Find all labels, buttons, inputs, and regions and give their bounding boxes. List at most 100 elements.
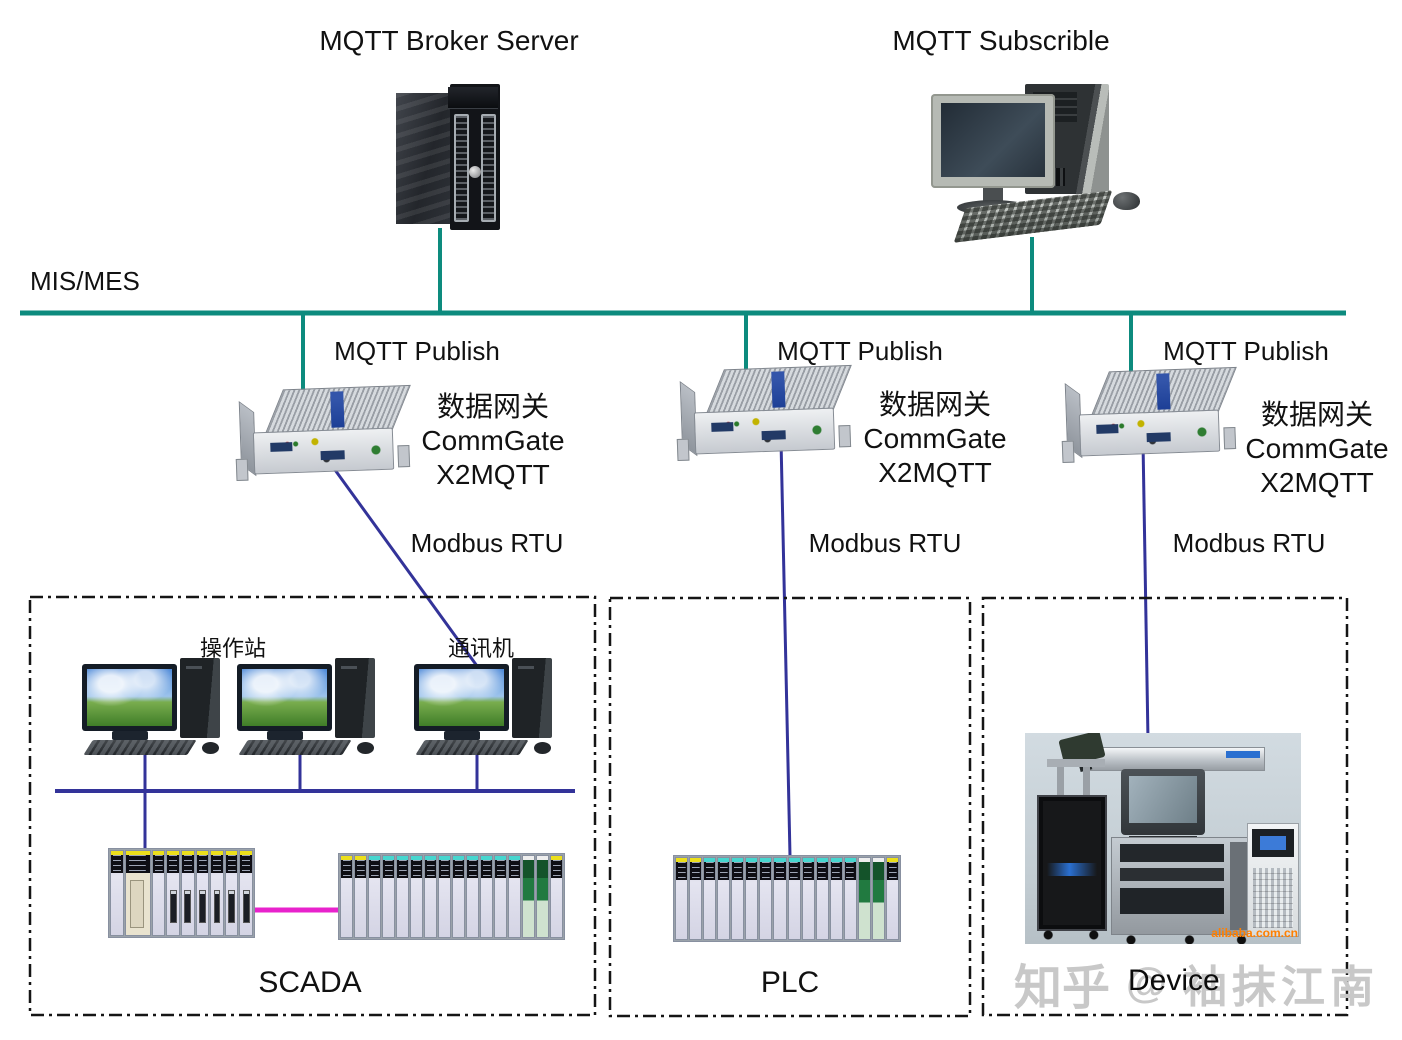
rack-module — [239, 850, 253, 936]
rack-module — [731, 857, 745, 940]
rack-module — [480, 855, 493, 938]
monitor-neck — [983, 186, 1003, 202]
ws-tower — [335, 658, 375, 738]
workstation-1 — [82, 658, 222, 758]
rack-module — [815, 857, 829, 940]
scada-zone-label: SCADA — [258, 966, 362, 999]
ws-keyboard — [415, 740, 529, 755]
subscriber-title: MQTT Subscrible — [892, 25, 1110, 56]
gateway-mount-ear — [235, 458, 249, 482]
scada-io-rack-right — [338, 853, 565, 940]
broker-title: MQTT Broker Server — [319, 25, 579, 56]
rack-module — [382, 855, 395, 938]
scada-zone-border — [28, 595, 597, 1017]
subscriber-pc-image — [925, 80, 1140, 243]
rack-module — [773, 857, 787, 940]
ws-mouse — [357, 742, 374, 754]
device-zone-border — [981, 596, 1349, 1017]
gateway-name-line3: X2MQTT — [436, 459, 550, 490]
operator-station-label: 操作站 — [199, 636, 266, 661]
control-rack — [1111, 837, 1259, 944]
gateway-name-1: 数据网关 CommGate X2MQTT — [388, 390, 598, 492]
rack-module — [340, 855, 353, 938]
modbus-link-device — [1141, 441, 1150, 741]
workstation-3 — [414, 658, 554, 758]
device-zone-label: Device — [1128, 964, 1220, 997]
ws-monitor-base — [112, 731, 148, 740]
plc-zone-label: PLC — [760, 966, 820, 999]
modbus-label-3: Modbus RTU — [1172, 528, 1326, 558]
rack-module — [550, 855, 563, 938]
ws-screen — [242, 669, 327, 726]
rack-module — [410, 855, 423, 938]
scada-io-rack-left — [108, 848, 255, 938]
plc-zone-border — [608, 596, 972, 1018]
gateway-device-3 — [1061, 366, 1237, 469]
rack-module — [124, 850, 151, 936]
gateway-name-cn: 数据网关 — [878, 389, 991, 420]
ws-tower — [512, 658, 552, 738]
rack-module — [829, 857, 843, 940]
rack-module — [424, 855, 437, 938]
rack-module — [689, 857, 703, 940]
pc-mouse — [1113, 192, 1140, 210]
rack-module — [801, 857, 815, 940]
rack-module — [787, 857, 801, 940]
rack-module — [368, 855, 381, 938]
ws-tower — [180, 658, 220, 738]
ws-monitor — [237, 664, 332, 731]
rack-module — [181, 850, 195, 936]
gateway-device-2 — [676, 364, 852, 467]
gateway-front-ports — [252, 427, 395, 475]
modbus-label-1: Modbus RTU — [410, 528, 564, 558]
fixture-stand — [1047, 759, 1105, 801]
gateway-name-cn: 数据网关 — [436, 391, 549, 422]
rack-module — [396, 855, 409, 938]
rack-module — [438, 855, 451, 938]
gateway-front-ports — [1078, 409, 1221, 457]
gateway-sticker — [771, 371, 786, 408]
chiller-unit — [1247, 823, 1299, 937]
gateway-mount-ear — [1061, 440, 1075, 464]
pc-keyboard — [953, 190, 1113, 243]
gateway-front-ports — [693, 407, 836, 455]
rack-module — [354, 855, 367, 938]
publish-label-2: MQTT Publish — [777, 336, 943, 366]
server-side-panel — [396, 93, 454, 224]
rack-module — [452, 855, 465, 938]
watermark-site: 知乎 — [1014, 962, 1111, 1015]
pc-screen — [941, 103, 1045, 177]
gateway-sticker — [330, 391, 345, 428]
workstation-2 — [237, 658, 377, 758]
rack-module — [210, 850, 224, 936]
ws-monitor — [414, 664, 509, 731]
device-photo: alibaba.com.cn — [1025, 733, 1301, 944]
gateway-mount-ear — [676, 438, 690, 462]
rack-module — [745, 857, 759, 940]
rack-module — [843, 857, 857, 940]
gateway-name-line3: X2MQTT — [878, 457, 992, 488]
gateway-name-line3: X2MQTT — [1260, 467, 1374, 498]
ws-keyboard — [83, 740, 197, 755]
rack-module — [675, 857, 689, 940]
modbus-link-plc — [779, 439, 792, 857]
ws-monitor — [82, 664, 177, 731]
ws-monitor-base — [267, 731, 303, 740]
ws-screen — [419, 669, 504, 726]
gateway-name-line2: CommGate — [1245, 433, 1389, 464]
photo-watermark-text: alibaba.com.cn — [1211, 926, 1298, 940]
plc-io-rack — [673, 855, 901, 942]
ws-mouse — [202, 742, 219, 754]
rack-module — [871, 857, 885, 940]
rack-module — [224, 850, 239, 936]
rack-module — [885, 857, 899, 940]
ws-keyboard — [238, 740, 352, 755]
server-front-bezel — [448, 84, 500, 230]
gateway-sticker — [1156, 373, 1171, 410]
server-badge — [469, 166, 481, 178]
gateway-name-3: 数据网关 CommGate X2MQTT — [1212, 398, 1402, 500]
broker-server-image — [396, 84, 502, 230]
rack-module — [166, 850, 181, 936]
